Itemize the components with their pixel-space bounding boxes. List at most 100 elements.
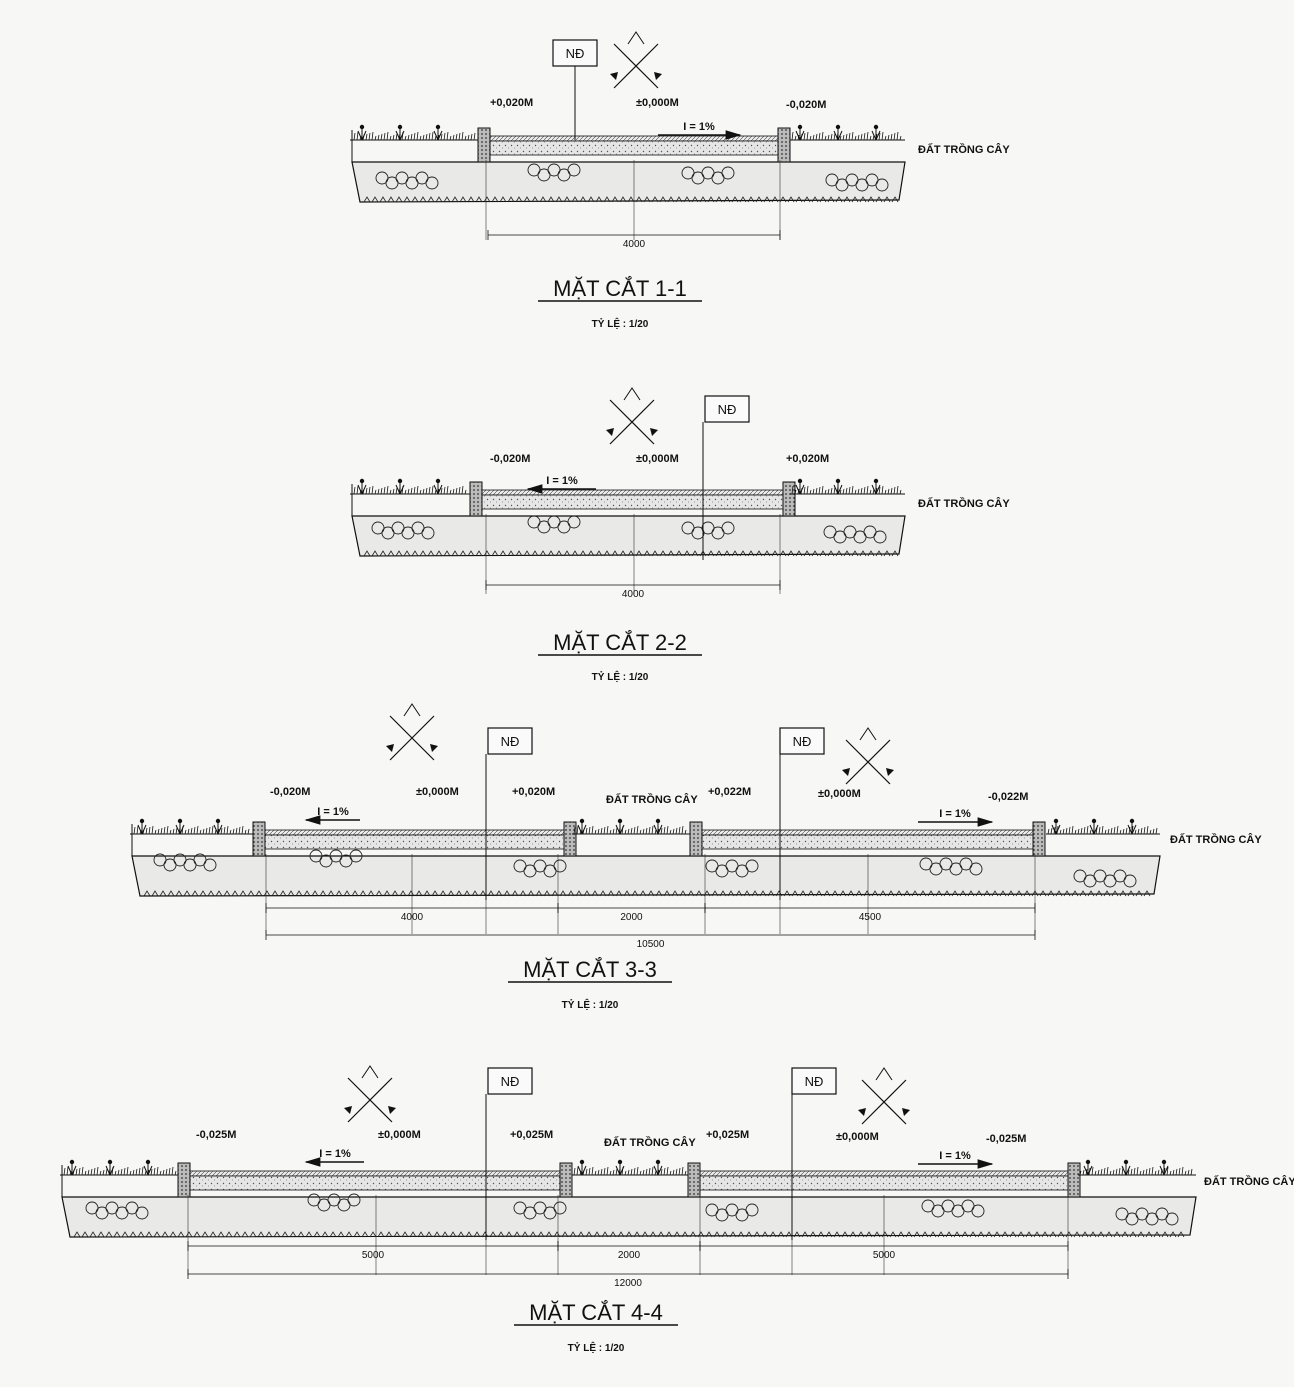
section-title: MẶT CẮT 1-1 xyxy=(553,276,687,301)
paving-base-layer xyxy=(694,834,1044,850)
cross-drain-arrow xyxy=(361,1065,379,1079)
paving-top-layer xyxy=(477,489,791,496)
section-scale: TỶ LỆ : 1/20 xyxy=(592,670,649,683)
curb-stone xyxy=(782,481,796,517)
paving-base-layer xyxy=(477,140,791,156)
shrub-icon xyxy=(1127,823,1137,835)
dimension-label: 4500 xyxy=(859,912,882,923)
curb-stone xyxy=(252,821,266,857)
gravel-stone xyxy=(875,178,889,192)
cross-drain-symbol xyxy=(609,399,655,445)
curb-stone xyxy=(477,127,491,163)
shrub-icon xyxy=(795,483,805,495)
gravel-stone xyxy=(873,530,887,544)
soil-label: ĐẤT TRỒNG CÂY xyxy=(918,143,1010,156)
gravel-stone xyxy=(553,859,567,873)
level-label: -0,020M xyxy=(270,786,310,798)
shrub-icon xyxy=(795,129,805,141)
curb-stone xyxy=(559,1162,573,1198)
sections-layer: NĐ +0,020M ±0,000M -0,020M I = 1% ĐẤT TRỒNG C… xyxy=(60,31,1294,1354)
level-label: +0,020M xyxy=(490,97,533,109)
gravel-stone xyxy=(745,1203,759,1217)
subgrade-soil xyxy=(131,855,1161,897)
compacted-soil-marks xyxy=(363,196,899,203)
nd-label: NĐ xyxy=(501,734,520,749)
gravel-stone xyxy=(971,1204,985,1218)
shrub-icon xyxy=(357,129,367,141)
plant-bud-icon xyxy=(835,478,841,484)
gravel-stone xyxy=(1123,874,1137,888)
paving-top-layer xyxy=(699,1170,1073,1177)
gravel-stone xyxy=(425,176,439,190)
gravel-stone xyxy=(347,1193,361,1207)
nd-box xyxy=(704,395,750,423)
gravel-stone xyxy=(567,163,581,177)
nd-box xyxy=(779,727,825,755)
plant-bud-icon xyxy=(797,124,803,130)
grass-hatching xyxy=(133,825,250,835)
shrub-icon xyxy=(577,1164,587,1176)
plant-bud-icon xyxy=(359,478,365,484)
soil-label: ĐẤT TRỒNG CÂY xyxy=(606,793,698,806)
plant-bud-icon xyxy=(139,818,145,824)
soil-label: ĐẤT TRỒNG CÂY xyxy=(918,497,1010,510)
shrub-icon xyxy=(1159,1164,1169,1176)
level-label: ±0,000M xyxy=(416,786,459,798)
grass-hatching xyxy=(573,825,687,835)
level-label: +0,022M xyxy=(708,786,751,798)
level-label: ±0,000M xyxy=(636,97,679,109)
curb-stone xyxy=(1067,1162,1081,1198)
shrub-icon xyxy=(433,483,443,495)
shrub-icon xyxy=(137,823,147,835)
plant-bud-icon xyxy=(655,818,661,824)
grass-hatching xyxy=(353,131,476,141)
cross-drain-arrowheads xyxy=(344,1106,396,1114)
level-label: +0,025M xyxy=(706,1129,749,1141)
plant-bud-icon xyxy=(835,124,841,130)
subgrade-soil xyxy=(61,1196,1197,1238)
plant-bud-icon xyxy=(579,818,585,824)
slope-label: I = 1% xyxy=(546,475,578,487)
shrub-icon xyxy=(833,129,843,141)
level-label: -0,025M xyxy=(196,1129,236,1141)
cross-drain-symbol xyxy=(845,739,891,785)
section-title: MẶT CẮT 3-3 xyxy=(523,957,657,982)
level-label: ±0,000M xyxy=(836,1131,879,1143)
dimension-label: 2000 xyxy=(620,912,643,923)
nd-label: NĐ xyxy=(566,46,585,61)
shrub-icon xyxy=(1051,823,1061,835)
curb-stone xyxy=(689,821,703,857)
paving-top-layer xyxy=(477,135,791,142)
shrub-icon xyxy=(653,1164,663,1176)
level-label: -0,022M xyxy=(988,791,1028,803)
gravel-stone xyxy=(421,526,435,540)
shrub-icon xyxy=(871,129,881,141)
soil-label: ĐẤT TRỒNG CÂY xyxy=(1204,1175,1294,1188)
plant-bud-icon xyxy=(1129,818,1135,824)
plant-bud-icon xyxy=(617,1159,623,1165)
plant-bud-icon xyxy=(873,478,879,484)
shrub-icon xyxy=(615,1164,625,1176)
shrub-icon xyxy=(833,483,843,495)
slope-label: I = 1% xyxy=(939,1150,971,1162)
cross-drain-symbol xyxy=(389,715,435,761)
cross-drain-symbol xyxy=(861,1079,907,1125)
paving-top-layer xyxy=(187,1170,569,1177)
shrub-icon xyxy=(433,129,443,141)
paving-base-layer xyxy=(699,1175,1073,1191)
slope-label: I = 1% xyxy=(317,806,349,818)
cross-drain-arrowheads xyxy=(858,1108,910,1116)
dimension-label: 5000 xyxy=(873,1250,896,1261)
gravel-stone xyxy=(553,1201,567,1215)
plant-bud-icon xyxy=(397,478,403,484)
plant-bud-icon xyxy=(177,818,183,824)
gravel-stone xyxy=(745,859,759,873)
grass-hatching xyxy=(791,131,902,141)
shrub-icon xyxy=(1089,823,1099,835)
dimension-label: 10500 xyxy=(637,939,665,950)
paving-base-layer xyxy=(261,834,569,850)
plant-bud-icon xyxy=(1053,818,1059,824)
